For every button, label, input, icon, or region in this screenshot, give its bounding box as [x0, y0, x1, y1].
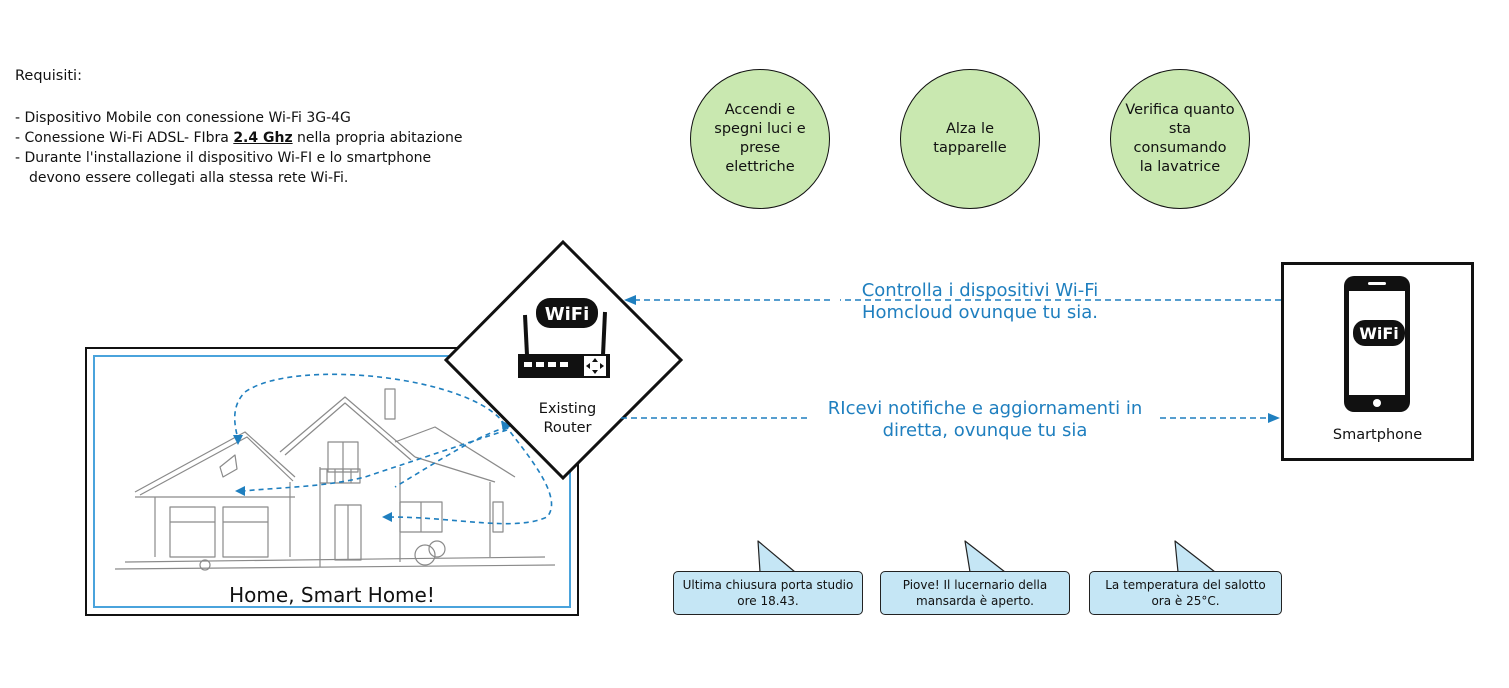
- router-wifi-badge: WiFi: [545, 304, 590, 325]
- feature-label: Verifica quanto sta consumando la lavatr…: [1125, 102, 1235, 175]
- requirement-text: nella propria abitazione: [292, 130, 463, 146]
- requirement-item: - Conessione Wi-Fi ADSL- FIbra 2.4 Ghz n…: [15, 128, 463, 148]
- requirement-item-continuation: devono essere collegati alla stessa rete…: [29, 170, 349, 186]
- smartphone-wifi-badge: WiFi: [1359, 324, 1399, 343]
- feature-circle-shutters: Alza le tapparelle: [900, 69, 1040, 209]
- feature-label: Alza le tapparelle: [933, 121, 1007, 156]
- notification-text: La temperatura del salotto ora è 25°C.: [1105, 578, 1266, 608]
- arrow-head-smartphone: [1268, 413, 1280, 423]
- requirement-text: - Conessione Wi-Fi ADSL- FIbra: [15, 130, 234, 146]
- notification-bubble-rain: Piove! Il lucernario della mansarda è ap…: [880, 571, 1070, 615]
- smartphone-box: WiFi: [1281, 262, 1474, 461]
- feature-circle-lights: Accendi e spegni luci e prese elettriche: [690, 69, 830, 209]
- notification-bubble-temperature: La temperatura del salotto ora è 25°C.: [1089, 571, 1282, 615]
- house-sketch: [114, 373, 556, 571]
- requirement-item: - Dispositivo Mobile con conessione Wi-F…: [15, 110, 351, 126]
- frequency-highlight: 2.4 Ghz: [233, 130, 293, 146]
- feature-circle-washer: Verifica quanto sta consumando la lavatr…: [1110, 69, 1250, 209]
- bubble-tail: [964, 540, 1006, 573]
- router-wifi-icon: WiFi: [536, 298, 598, 328]
- house-caption: Home, Smart Home!: [229, 583, 435, 607]
- control-message: Controlla i dispositivi Wi-Fi Homcloud o…: [861, 280, 1099, 323]
- requirements-list: - Dispositivo Mobile con conessione Wi-F…: [15, 108, 463, 188]
- house-inner-border: [93, 355, 571, 608]
- bubble-tail: [1174, 540, 1216, 573]
- smartphone-icon: WiFi: [1344, 276, 1410, 412]
- bubble-tail: [757, 540, 796, 573]
- smartphone-label: Smartphone: [1332, 427, 1423, 443]
- feature-label: Accendi e spegni luci e prese elettriche: [714, 102, 806, 175]
- notification-bubble-door: Ultima chiusura porta studio ore 18.43.: [673, 571, 863, 615]
- notification-text: Ultima chiusura porta studio ore 18.43.: [682, 578, 854, 608]
- notify-message: RIcevi notifiche e aggiornamenti in dire…: [827, 398, 1143, 441]
- requirement-item: - Durante l'installazione il dispositivo…: [15, 150, 432, 166]
- requirements-title: Requisiti:: [15, 68, 82, 84]
- house-frame: [85, 347, 579, 616]
- arrow-head-router: [624, 295, 636, 305]
- notification-text: Piove! Il lucernario della mansarda è ap…: [902, 578, 1048, 608]
- router-label: Existing Router: [538, 401, 597, 436]
